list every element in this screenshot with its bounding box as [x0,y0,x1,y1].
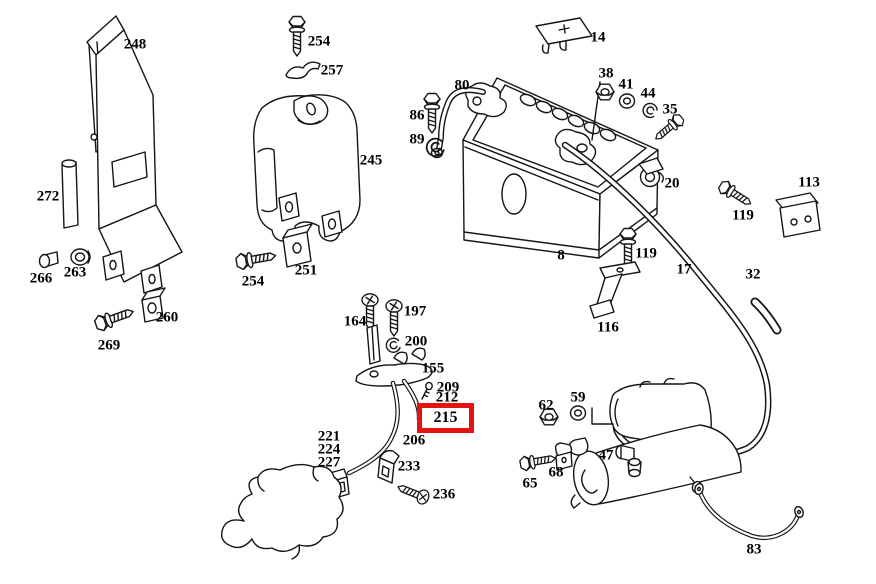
part-label-119[interactable]: 119 [732,207,754,224]
clip-68-drawing [554,442,573,471]
rivet-266-drawing [38,251,59,269]
part-label-236[interactable]: 236 [432,486,456,503]
part-label-224[interactable]: 224 [317,441,341,458]
part-label-32[interactable]: 32 [745,266,761,283]
part-label-68[interactable]: 68 [548,464,564,481]
part-label-47[interactable]: 47 [598,447,614,464]
clip-251-drawing [282,223,313,268]
part-label-14[interactable]: 14 [590,29,606,46]
clip-nut-260-drawing [141,287,166,323]
part-label-80[interactable]: 80 [454,77,470,94]
part-label-212[interactable]: 212 [435,389,459,406]
elbow-47-drawing [615,444,642,478]
part-label-17[interactable]: 17 [676,261,692,278]
part-label-251[interactable]: 251 [294,262,318,279]
cover-14-drawing [535,17,593,54]
cover-245-drawing [252,94,361,242]
part-label-269[interactable]: 269 [97,337,121,354]
part-label-254[interactable]: 254 [307,33,331,50]
part-label-221[interactable]: 221 [317,428,341,445]
clip-233-drawing [377,449,400,484]
part-label-266[interactable]: 266 [29,270,53,287]
part-label-233[interactable]: 233 [397,458,421,475]
part-label-38[interactable]: 38 [598,65,614,82]
part-label-62[interactable]: 62 [538,397,554,414]
part-label-89[interactable]: 89 [409,131,425,148]
part-label-164[interactable]: 164 [343,313,367,330]
highlight-box-part-215[interactable]: 215 [417,403,474,433]
part-label-206[interactable]: 206 [402,432,426,449]
part-label-113[interactable]: 113 [798,174,820,191]
clip-257-drawing [285,61,321,80]
part-label-263[interactable]: 263 [63,264,87,281]
bracket-116-drawing [589,261,641,319]
part-label-119[interactable]: 119 [635,245,657,262]
tube-272-drawing [61,159,79,229]
terminal-155-drawing [355,324,433,387]
part-label-59[interactable]: 59 [570,389,586,406]
part-label-272[interactable]: 272 [36,188,60,205]
part-label-41[interactable]: 41 [618,76,634,93]
bracket-248-drawing [86,15,183,294]
part-label-260[interactable]: 260 [155,309,179,326]
part-label-83[interactable]: 83 [746,541,762,558]
part-label-248[interactable]: 248 [123,36,147,53]
part-label-245[interactable]: 245 [359,152,383,169]
part-label-116[interactable]: 116 [597,319,619,336]
part-label-8[interactable]: 8 [557,247,565,264]
tube-32-drawing [750,297,782,335]
part-label-254[interactable]: 254 [241,273,265,290]
part-label-155[interactable]: 155 [421,360,445,377]
part-label-44[interactable]: 44 [640,85,656,102]
grommet-263-drawing [70,248,91,266]
part-label-65[interactable]: 65 [522,475,538,492]
part-label-35[interactable]: 35 [662,101,678,118]
highlighted-part-number[interactable]: 215 [433,409,458,426]
part-label-86[interactable]: 86 [409,107,425,124]
starter-motor-drawing [568,377,742,509]
part-label-20[interactable]: 20 [664,175,680,192]
engine-outline-drawing [220,463,344,560]
clamp-20-drawing [638,157,665,188]
bracket-113-drawing [775,192,821,238]
part-label-197[interactable]: 197 [403,303,427,320]
part-label-227[interactable]: 227 [317,454,341,471]
part-label-200[interactable]: 200 [404,333,428,350]
part-label-257[interactable]: 257 [320,62,344,79]
ground-cable-83-drawing [694,482,804,540]
screw-209-drawing [421,381,433,400]
part-label-209[interactable]: 209 [436,379,460,396]
cable-80-drawing [430,87,486,159]
